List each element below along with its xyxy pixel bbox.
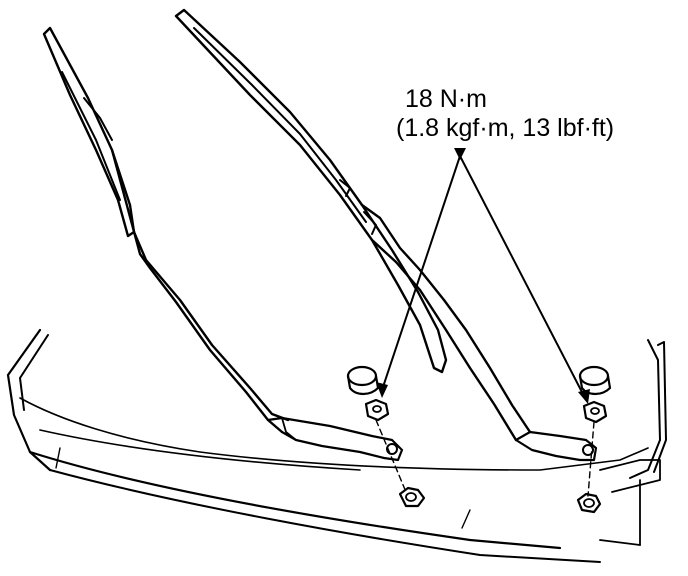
- torque-value-label: 18 N·m: [405, 85, 487, 113]
- cowl-panel: [6, 328, 667, 563]
- nut-right: [582, 400, 608, 424]
- pivot-left: [375, 419, 426, 508]
- pivot-right: [576, 421, 602, 514]
- wiper-arm-right: [174, 8, 598, 462]
- torque-alternate-units-label: (1.8 kgf·m, 13 lbf·ft): [396, 114, 615, 142]
- wiper-arm-left: [42, 26, 404, 462]
- cap-left: [346, 365, 380, 396]
- leader-line-left: [381, 155, 461, 391]
- cap-right: [578, 365, 612, 396]
- leader-origin: [454, 148, 466, 160]
- leader-arrows: [376, 148, 590, 404]
- arrowhead-right: [578, 389, 590, 404]
- arrowhead-left: [376, 382, 388, 398]
- nut-left: [364, 398, 390, 422]
- leader-line-right: [459, 155, 585, 397]
